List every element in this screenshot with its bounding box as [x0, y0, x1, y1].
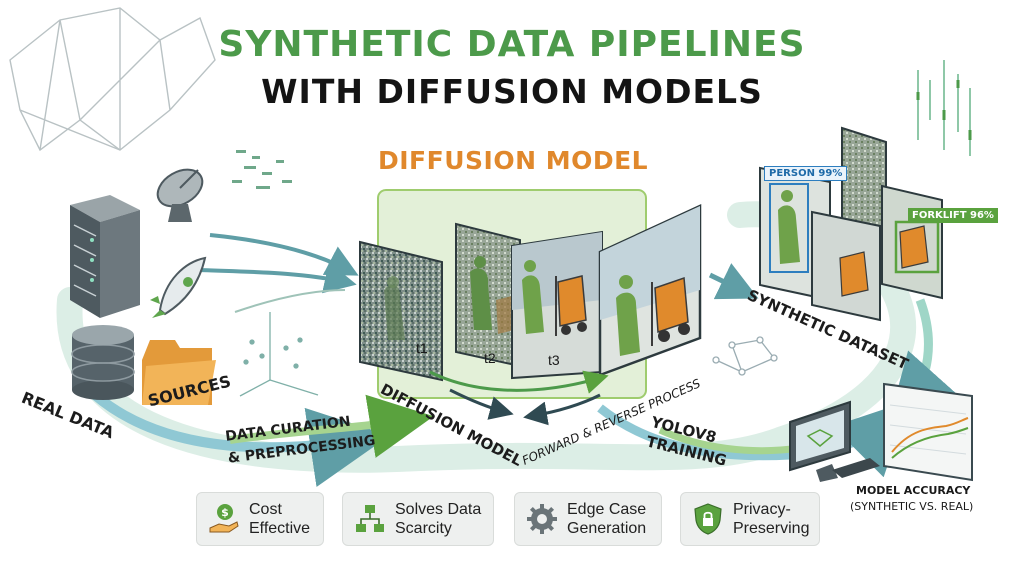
- monitor-icon: [789, 400, 880, 482]
- svg-text:$: $: [221, 506, 229, 519]
- data-dots-icon: [232, 150, 292, 189]
- forward-arrow: [449, 388, 514, 420]
- noise-frame-t3: [511, 230, 603, 380]
- benefit-text: Privacy- Preserving: [733, 501, 810, 537]
- output-frame: [598, 204, 702, 377]
- shield-lock-icon: [694, 503, 722, 535]
- gear-icon: [527, 504, 557, 534]
- benefit-data-scarcity: Solves Data Scarcity: [342, 492, 494, 546]
- database-icon: [71, 325, 135, 400]
- benefit-cost-effective: $ Cost Effective: [196, 492, 324, 546]
- benefit-text: Edge Case Generation: [567, 501, 647, 537]
- folder-icon: [142, 340, 216, 405]
- rocket-icon: [150, 256, 207, 318]
- code-rain-decoration: [916, 60, 972, 156]
- network-decoration: [9, 7, 216, 152]
- synthetic-frame-bottom: [811, 210, 881, 322]
- benefit-text: Solves Data Scarcity: [395, 501, 482, 537]
- reverse-arrow: [523, 393, 601, 426]
- synthetic-frame-mid: [881, 184, 943, 300]
- title-line-1: SYNTHETIC DATA PIPELINES: [218, 24, 806, 65]
- timestep-t3: t3: [548, 352, 560, 368]
- timestep-t1: t1: [416, 340, 428, 356]
- model-accuracy-title: MODEL ACCURACY: [856, 484, 971, 497]
- timestep-t2: t2: [484, 350, 496, 366]
- model-accuracy-subtitle: (SYNTHETIC VS. REAL): [850, 500, 974, 513]
- hierarchy-icon: [356, 505, 384, 532]
- timestep-arrow: [429, 370, 609, 394]
- forklift-detection-tag: FORKLIFT 96%: [908, 208, 998, 223]
- person-detection-tag: PERSON 99%: [764, 166, 848, 181]
- benefit-privacy: Privacy- Preserving: [680, 492, 820, 546]
- person-bbox: [769, 183, 809, 273]
- noise-frame-t2: [455, 222, 521, 368]
- scatter-axes-icon: [239, 312, 319, 397]
- benefit-edge-case: Edge Case Generation: [514, 492, 662, 546]
- server-rack-icon: [70, 195, 140, 318]
- money-hand-icon: $: [209, 504, 239, 533]
- satellite-dish-icon: [156, 168, 204, 222]
- noise-frame-t1: [359, 240, 443, 382]
- graph-icon: [712, 336, 778, 376]
- diffusion-model-heading: DIFFUSION MODEL: [378, 146, 649, 175]
- title-line-2: WITH DIFFUSION MODELS: [261, 72, 763, 111]
- input-arrows: [199, 233, 359, 313]
- accuracy-chart-icon: [883, 382, 973, 482]
- benefit-text: Cost Effective: [249, 501, 311, 537]
